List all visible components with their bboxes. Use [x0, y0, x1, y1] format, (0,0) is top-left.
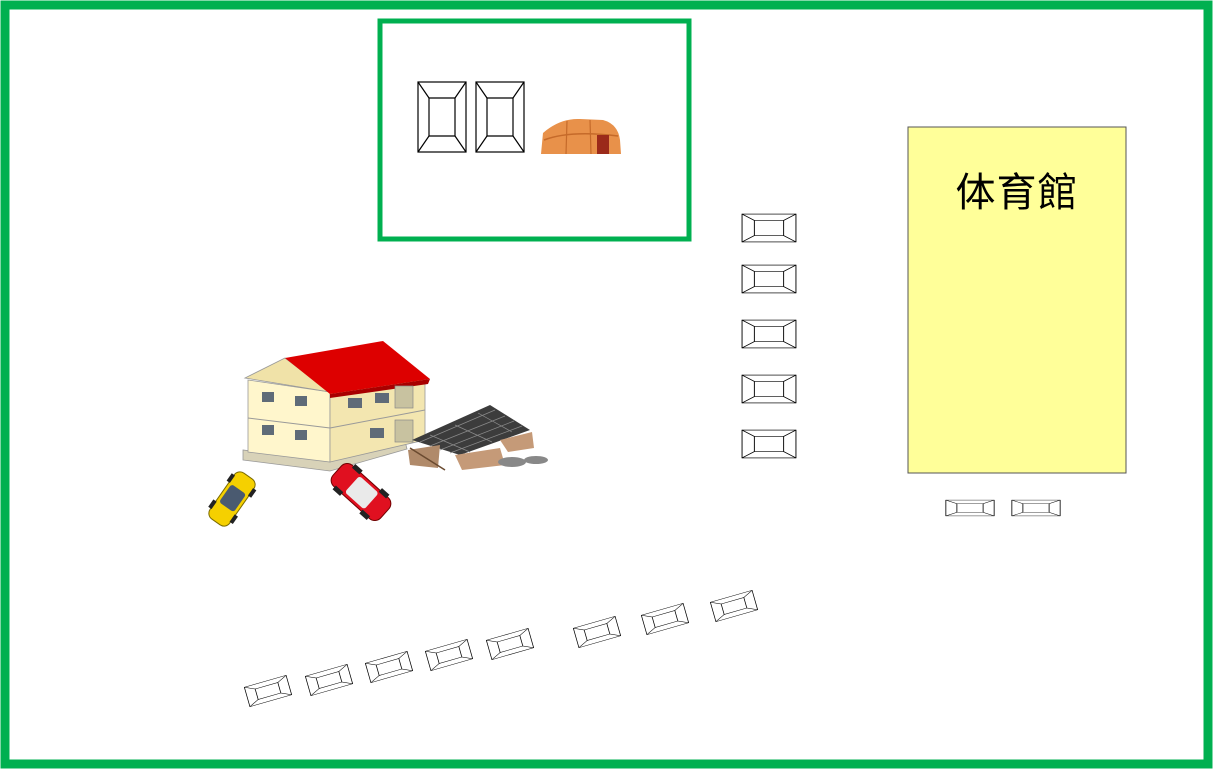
unit-tent-icon — [475, 81, 525, 153]
unit-tent-icon — [417, 81, 467, 153]
yellow-car-icon — [208, 471, 257, 527]
dome-tent-icon — [541, 118, 621, 155]
house-icon — [242, 341, 430, 472]
red-car-icon — [330, 462, 392, 522]
gymnasium — [907, 126, 1127, 474]
collapsed-house-icon — [408, 405, 548, 471]
